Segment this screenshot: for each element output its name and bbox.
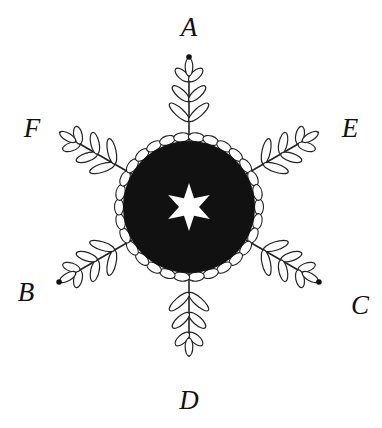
tip-dot xyxy=(56,279,62,285)
point-label: F xyxy=(24,115,41,142)
tip-leaf xyxy=(185,58,193,76)
tip-leaf xyxy=(185,338,193,356)
leaf xyxy=(277,259,290,282)
point-label: C xyxy=(351,292,369,319)
leaf xyxy=(277,132,290,155)
leaf xyxy=(259,138,273,165)
leaf xyxy=(89,259,102,282)
center-star xyxy=(168,183,210,231)
leaf xyxy=(280,150,304,165)
rim-scallop xyxy=(255,199,264,215)
leaf xyxy=(167,290,192,314)
leaf xyxy=(89,132,102,155)
leaf xyxy=(186,100,211,124)
leaf xyxy=(170,310,192,331)
point-label: A xyxy=(181,14,198,41)
leaf xyxy=(262,160,289,176)
point-label: D xyxy=(179,387,199,414)
tip-leaf xyxy=(58,129,77,145)
tip-dot xyxy=(186,54,192,60)
point-label: E xyxy=(342,115,359,142)
leaf xyxy=(105,138,119,165)
leaf xyxy=(186,83,208,104)
dark-core xyxy=(123,141,255,273)
leaf xyxy=(259,249,273,276)
point-label: B xyxy=(18,279,35,306)
leaf xyxy=(105,249,119,276)
leaf xyxy=(167,100,192,124)
tip-leaf xyxy=(301,129,320,145)
rim-scallop xyxy=(115,199,124,215)
tip-dot xyxy=(316,279,322,285)
leaf xyxy=(186,290,211,314)
leaf xyxy=(88,238,115,254)
leaf xyxy=(75,249,99,264)
